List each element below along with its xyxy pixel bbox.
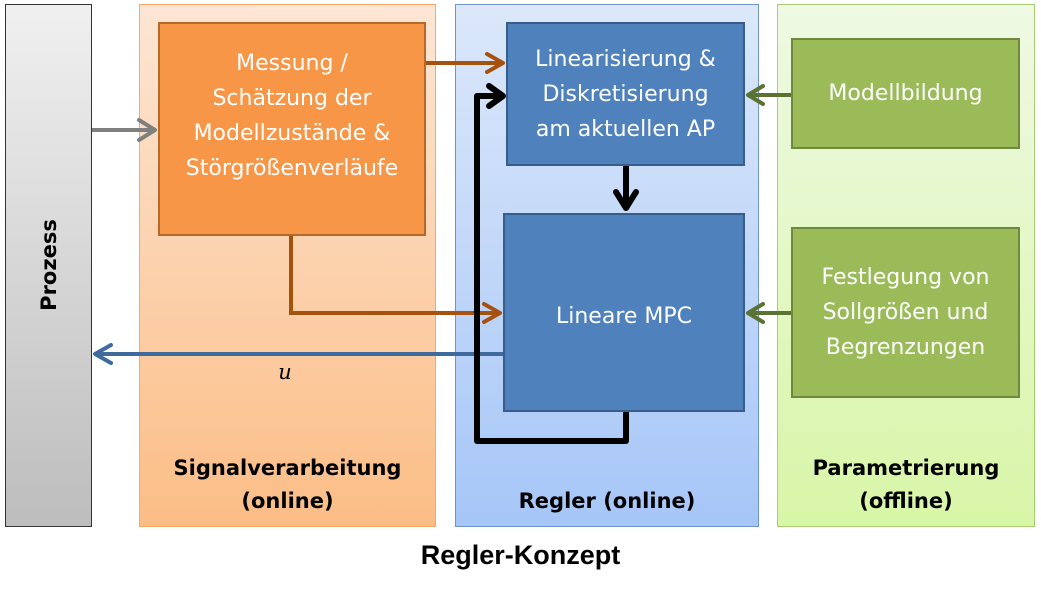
block-messung-line: Schätzung der: [212, 86, 372, 111]
prozess-block: Prozess: [5, 4, 92, 527]
panel-signalverarbeitung-label-line2: (online): [241, 489, 334, 513]
block-festlegung-line: Sollgrößen und: [822, 300, 989, 325]
panel-parametrierung-label-line2: (offline): [859, 489, 953, 513]
block-lineare-mpc: Lineare MPC: [503, 213, 745, 412]
block-mpc-line: Lineare MPC: [555, 304, 693, 329]
block-linearisierung-line: am aktuellen AP: [535, 116, 716, 142]
block-linearisierung-line: Linearisierung &: [535, 46, 716, 72]
block-festlegung: Festlegung von Sollgrößen und Begrenzung…: [791, 227, 1020, 398]
block-messung: Messung / Schätzung der Modellzustände &…: [158, 22, 426, 236]
block-linearisierung: Linearisierung & Diskretisierung am aktu…: [506, 22, 745, 166]
panel-regler-label-line1: Regler (online): [518, 489, 696, 513]
block-modellbildung: Modellbildung: [791, 38, 1020, 149]
block-linearisierung-line: Diskretisierung: [542, 81, 709, 107]
panel-signalverarbeitung-label: Signalverarbeitung (online): [140, 452, 435, 518]
block-modellbildung-line: Modellbildung: [828, 81, 983, 106]
block-messung-line: Messung /: [236, 51, 348, 76]
panel-parametrierung-label-line1: Parametrierung: [812, 456, 1000, 480]
panel-signalverarbeitung-label-line1: Signalverarbeitung: [173, 456, 402, 480]
block-messung-line: Modellzustände &: [193, 121, 391, 146]
diagram-title: Regler-Konzept: [420, 540, 621, 570]
block-messung-line: Störgrößenverläufe: [185, 156, 399, 181]
panel-regler-label: Regler (online): [456, 485, 758, 518]
signal-u-label: u: [278, 360, 292, 384]
block-festlegung-line: Begrenzungen: [825, 335, 986, 360]
block-festlegung-line: Festlegung von: [821, 265, 990, 290]
prozess-label: Prozess: [36, 219, 61, 311]
panel-parametrierung-label: Parametrierung (offline): [778, 452, 1034, 518]
